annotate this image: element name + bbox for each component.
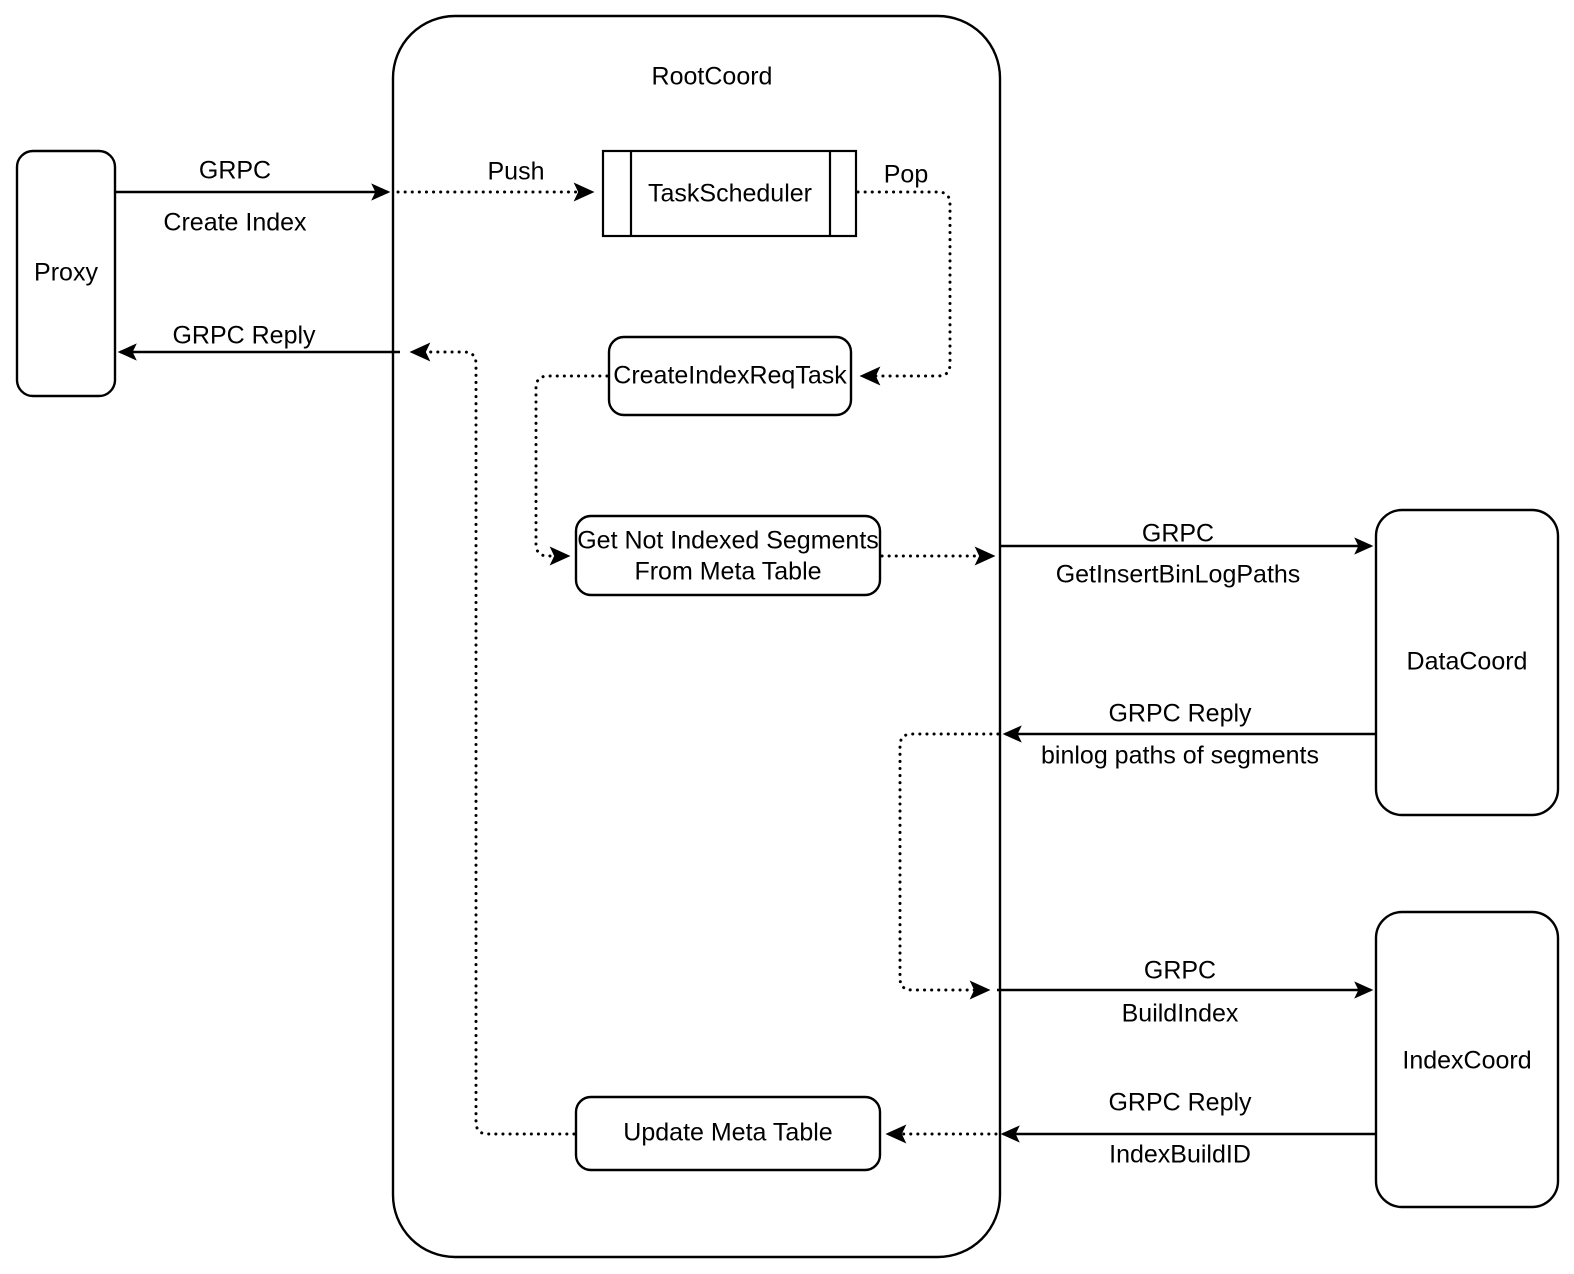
node-task-scheduler[interactable] (601, 149, 858, 238)
edge-label-grpc-reply-proxy: GRPC Reply (172, 322, 316, 350)
edge-label-grpc-buildindex-2: BuildIndex (1122, 1000, 1239, 1028)
edge-label-grpc-create-index-2: Create Index (163, 209, 307, 237)
edge-label-grpc-reply-indexbuildid-2: IndexBuildID (1109, 1141, 1251, 1169)
node-proxy[interactable] (15, 149, 117, 398)
edge-label-grpc-reply-indexbuildid-1: GRPC Reply (1108, 1089, 1252, 1117)
task-scheduler-label: TaskScheduler (648, 180, 812, 208)
node-update-meta-table[interactable] (574, 1095, 882, 1172)
edge-label-push: Push (488, 158, 545, 186)
get-not-indexed-segments-label-line2: From Meta Table (634, 558, 821, 586)
get-not-indexed-segments-label-line1: Get Not Indexed Segments (577, 527, 879, 555)
edge-updatemetatable-to-rootcoord-border (409, 342, 576, 1136)
node-index-coord[interactable] (1374, 910, 1560, 1209)
edge-label-grpc-create-index-1: GRPC (199, 157, 271, 185)
update-meta-table-label: Update Meta Table (623, 1119, 832, 1147)
edge-label-grpc-getinsertbinlogpaths-2: GetInsertBinLogPaths (1056, 561, 1301, 589)
create-index-req-task-label: CreateIndexReqTask (613, 362, 847, 390)
rootcoord-container (391, 14, 1002, 1259)
edge-label-pop: Pop (884, 161, 928, 189)
edge-label-grpc-reply-binlog-1: GRPC Reply (1108, 700, 1252, 728)
edge-internal-datacoord-reply-to-buildindex (898, 732, 1000, 1000)
proxy-label: Proxy (34, 259, 98, 287)
edge-label-grpc-buildindex-1: GRPC (1144, 957, 1216, 985)
edge-label-grpc-reply-binlog-2: binlog paths of segments (1041, 742, 1319, 770)
node-data-coord[interactable] (1374, 508, 1560, 817)
rootcoord-title: RootCoord (652, 63, 773, 91)
node-get-not-indexed-segments[interactable] (574, 514, 882, 597)
edge-label-grpc-getinsertbinlogpaths-1: GRPC (1142, 520, 1214, 548)
node-create-index-req-task[interactable] (607, 335, 853, 417)
edge-pop (856, 190, 952, 386)
data-coord-label: DataCoord (1407, 648, 1528, 676)
edge-createindexreqtask-to-getsegments (534, 374, 609, 566)
index-coord-label: IndexCoord (1402, 1047, 1531, 1075)
